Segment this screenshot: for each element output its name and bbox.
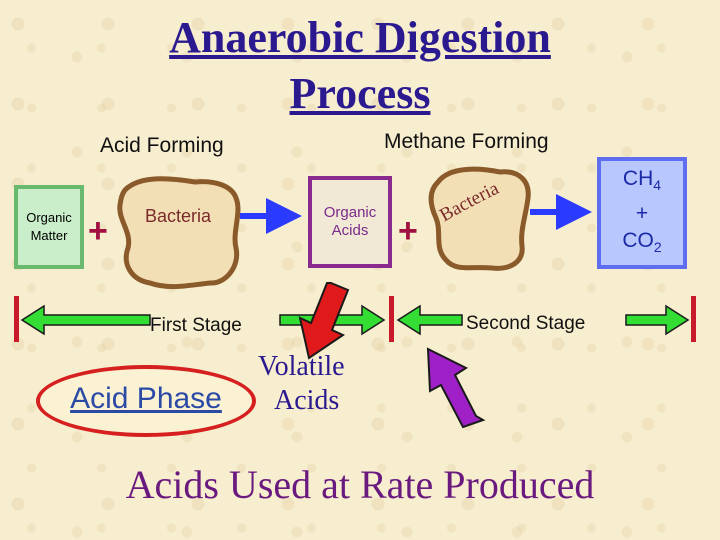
volatile-acids-label: Volatile Acids (258, 350, 370, 418)
bacteria-blob-2 (428, 166, 531, 271)
bottom-caption: Acids Used at Rate Produced (125, 462, 595, 507)
ch4-label: CH4 (622, 167, 662, 194)
organic-matter-line1: Organic (26, 210, 72, 225)
organic-matter-line2: Matter (30, 228, 68, 243)
acid-phase-label: Acid Phase (70, 382, 222, 415)
purple-arrow (426, 347, 486, 429)
page-title-line2: Process (289, 69, 431, 118)
red-arrow (298, 282, 350, 360)
products-box: CH4 + CO2 (597, 157, 687, 269)
volatile-acids-line1: Volatile (258, 351, 345, 382)
bacteria-blob-1 (117, 176, 241, 290)
products-plus: + (635, 201, 649, 225)
organic-acids-line2: Acids (331, 222, 369, 239)
stage-bar-right (691, 296, 696, 342)
organic-acids-box: Organic Acids (308, 176, 392, 268)
page-title-line1: Anaerobic Digestion (169, 13, 551, 62)
organic-matter-box: Organic Matter (14, 185, 84, 269)
plus-operator-1: + (88, 212, 108, 250)
acid-phase-ellipse (36, 365, 256, 437)
organic-acids-line1: Organic (323, 204, 377, 221)
acid-forming-label: Acid Forming (100, 134, 224, 157)
second-stage-label: Second Stage (466, 313, 586, 334)
first-stage-label: First Stage (150, 315, 242, 336)
plus-operator-2: + (398, 212, 418, 250)
second-stage-arrow (396, 304, 690, 336)
stage-bar-left (14, 296, 19, 342)
co2-label: CO2 (622, 228, 662, 255)
volatile-acids-line2: Acids (274, 385, 340, 416)
stage-bar-middle (389, 296, 394, 342)
methane-forming-label: Methane Forming (384, 130, 549, 153)
bacteria-1-label: Bacteria (144, 206, 212, 226)
